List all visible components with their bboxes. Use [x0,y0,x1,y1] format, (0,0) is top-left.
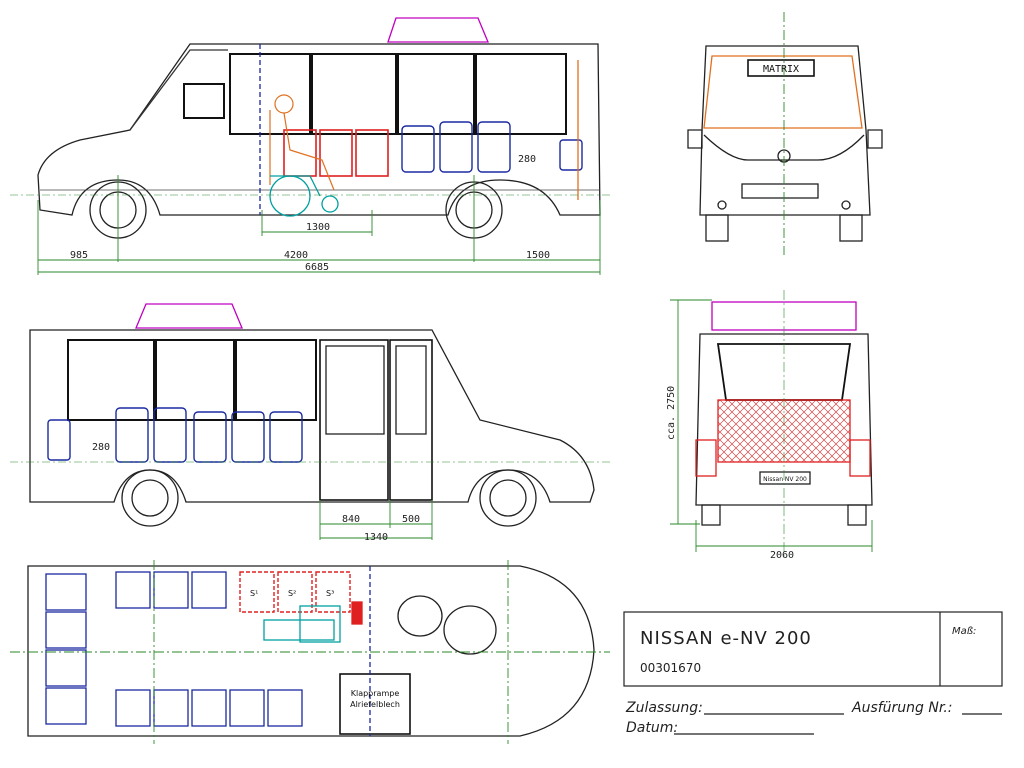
plan-axes [10,560,610,744]
scale-label: Maß: [952,626,976,637]
front-view [687,45,883,242]
dimensions-side-top [10,175,610,275]
front-sign-text: MATRIX [763,64,799,75]
model-name: NISSAN e-NV 200 [640,628,812,649]
wheelchair-icon [269,175,339,217]
dim-840: 840 [342,514,360,525]
drawing-number: 00301670 [640,661,701,675]
rear-height-label: cca. 2750 [666,386,677,440]
window-4 [475,53,567,135]
dim-4200: 4200 [284,250,308,261]
seat-row-blue-2 [47,407,303,463]
dim-6685: 6685 [305,262,329,273]
field-zulassung: Zulassung: [625,700,703,716]
roof-sign [387,17,489,43]
ramp-label-1: Klapprampe [351,689,400,698]
window-2 [311,53,397,135]
bus-body-outline-2 [29,329,595,503]
door-right [389,339,433,501]
ramp-label-2: Alriefelblech [350,700,400,709]
dim-1300: 1300 [306,222,330,233]
field-datum: Datum: [626,720,678,736]
plan-outline [27,565,595,737]
rear-wheel-2 [121,469,179,527]
side-view-left [37,17,601,239]
seat-mark-3: S³ [326,589,334,598]
rear-plate-text: Nissan NV 200 [763,476,807,483]
dim-280-top: 280 [518,154,536,165]
window-b1 [67,339,155,421]
field-ausfuehrung: Ausfürung Nr.: [851,700,953,716]
rear-width-label: 2060 [770,550,794,561]
dim-1500: 1500 [526,250,550,261]
plan-seats-blue [45,571,303,727]
window-b3 [235,339,317,421]
dim-500: 500 [402,514,420,525]
dimensions-rear [670,290,873,560]
side-view-right [29,303,595,527]
rear-plate [759,471,811,485]
bus-body-outline [37,43,601,216]
window-b2 [155,339,235,421]
window-3 [397,53,475,135]
seat-mark-1: S¹ [250,589,258,598]
seat-mark-2: S² [288,589,296,598]
roof-sign-2 [135,303,243,329]
destination-sign [747,59,815,77]
passenger-figure [269,94,335,191]
title-block [623,611,1003,735]
plan-view [27,565,595,737]
dim-1340: 1340 [364,532,388,543]
plan-wheelchair [263,605,341,643]
cab-window [183,83,225,119]
dim-280-bottom: 280 [92,442,110,453]
rear-body-outline [695,333,873,506]
ramp-box [339,673,411,735]
door-left [319,339,389,501]
seat-row-blue [401,121,583,173]
plan-red-block [351,601,363,625]
dim-985: 985 [70,250,88,261]
plan-seats-red [239,571,351,613]
front-wheel-2 [479,469,537,527]
dimensions-side-bottom [10,461,610,540]
